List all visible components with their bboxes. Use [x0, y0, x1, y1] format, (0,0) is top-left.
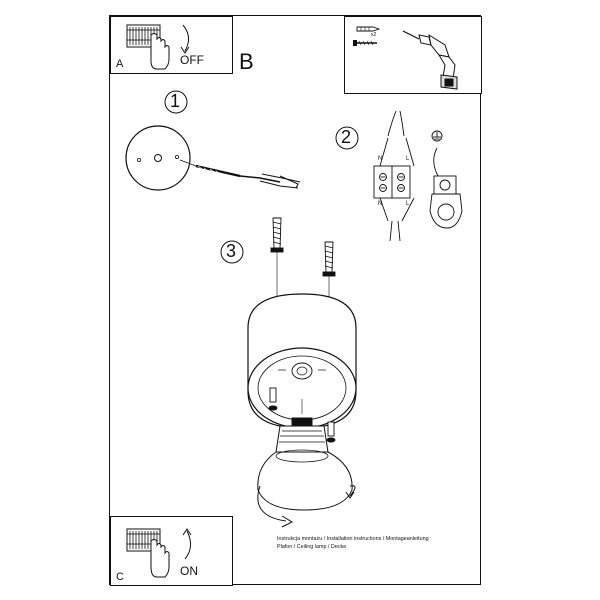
step-2-circle [335, 126, 359, 150]
drill-icon [402, 30, 458, 90]
terminal-n-label-bottom: N [378, 201, 383, 207]
panel-a-letter: A [116, 58, 124, 70]
earth-icon [429, 130, 463, 229]
ceiling-screw-right-icon [322, 241, 336, 304]
terminal-n-label-top: N [378, 156, 383, 162]
panel-c-switch-on: C ON [110, 516, 233, 586]
caption-line-2: Plafon / Ceiling lamp / Decke [277, 544, 347, 550]
step-3-circle [220, 240, 244, 264]
rotate-arrow-icon [257, 485, 356, 528]
main-illustrations [125, 90, 463, 528]
power-switch-off-icon [126, 24, 190, 70]
panel-c-letter: C [116, 571, 124, 583]
panel-tools: x2 [344, 16, 482, 94]
anchor-count-label: x2 [371, 32, 377, 38]
ceiling-screw-left-icon [270, 217, 284, 304]
caption-line-1: Instrukcja montażu / Installation instru… [277, 536, 429, 542]
terminal-l-label-top: L [406, 156, 410, 162]
step-3-number: 3 [226, 241, 237, 261]
panel-b-letter: B [239, 49, 254, 74]
instruction-sheet: A OFF B [109, 15, 482, 586]
power-switch-on-icon [126, 528, 192, 578]
screw-icon [353, 40, 377, 46]
switch-on-label: ON [180, 564, 198, 578]
wall-plug-icon [356, 26, 381, 32]
step-1-number: 1 [170, 91, 181, 111]
fixing-screw-icon [268, 387, 336, 443]
terminal-l-label-bottom: L [406, 201, 410, 207]
lamp-shade-icon [257, 449, 353, 511]
mounting-plate-icon [125, 125, 191, 191]
step-1-circle [164, 90, 188, 114]
panel-a-switch-off: A OFF [110, 16, 233, 74]
step-2-number: 2 [341, 127, 352, 147]
tools-illustration [353, 26, 458, 90]
cable-icon [179, 159, 301, 189]
switch-off-label: OFF [180, 53, 204, 67]
terminal-block-icon [373, 110, 415, 242]
